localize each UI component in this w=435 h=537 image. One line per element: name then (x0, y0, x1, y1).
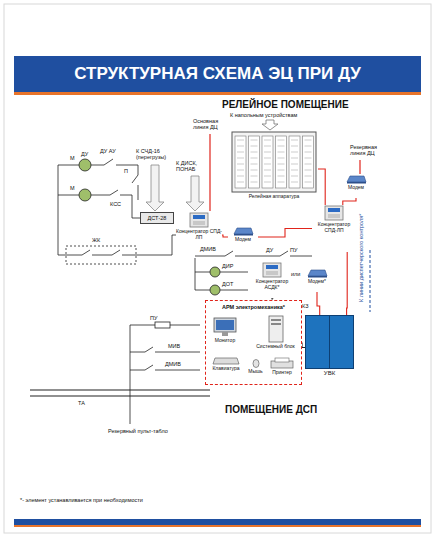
device-icon: Концентратор АСДК* (248, 262, 296, 298)
bottom-stripe (14, 525, 421, 527)
conc-icon (262, 262, 282, 278)
device-icon: Модем* (302, 268, 332, 292)
node-text: Монитор (215, 338, 235, 344)
node-text: Релейная аппаратура (249, 194, 300, 200)
node-text: Концентратор АСДК* (248, 279, 296, 290)
node-text: Модем (348, 185, 364, 191)
node-text: Системный блок (256, 344, 294, 350)
node-text: Принтер (272, 370, 292, 376)
bottom-bar (14, 519, 421, 525)
device-icon: Монитор (210, 317, 240, 347)
signal-label: или (291, 271, 300, 277)
node-text: Концентратор СПД-ЛП (176, 229, 222, 240)
device-icon: Мышь (246, 359, 265, 377)
dashed-group-box: АРМ электромеханика* МониторСистемный бло… (205, 300, 302, 385)
tower-icon (268, 315, 284, 343)
modem-icon (345, 174, 367, 184)
uvk-cabinet-body (305, 315, 354, 369)
signal-label: ДОТ (222, 281, 233, 287)
signal-label: МИВ (168, 343, 180, 349)
dc-line (359, 160, 360, 174)
device-icon: Модем (340, 174, 372, 198)
relay-circuits (30, 159, 312, 424)
wire-connector (317, 292, 320, 315)
room-heading: ПОМЕЩЕНИЕ ДСП (225, 404, 317, 416)
dc-line (209, 134, 210, 211)
signal-label: К ДИСК, ПОНАБ (176, 160, 206, 173)
signal-label: КЗ (302, 303, 308, 309)
wire-connector (258, 229, 312, 238)
printer-icon (270, 357, 294, 369)
node-text: АРМ электромеханика* (206, 304, 301, 310)
signal-label: К СЧД-16 (перегрузы) (136, 148, 172, 161)
hollow-arrow (262, 120, 278, 130)
signal-label: К напольным устройствам (230, 112, 297, 118)
wire-connector (222, 235, 228, 237)
rack-icon (231, 131, 317, 193)
wire-connector (343, 198, 356, 205)
signal-label: Резервная линия ДЦ (350, 144, 384, 157)
signal-label: ДУ АУ (100, 148, 116, 154)
signal-label: ДМИВ (200, 246, 216, 252)
monitor-icon (213, 317, 237, 337)
modem-icon (306, 268, 328, 278)
signal-label: М (70, 155, 75, 161)
device-icon: Концентратор СПД-ЛП (312, 205, 356, 252)
signal-label: ДМИВ (165, 361, 181, 367)
device-icon: Клавиатура (208, 357, 244, 377)
conc-icon (189, 212, 209, 228)
mouse-icon (252, 359, 260, 368)
signal-label: ЖК (92, 237, 100, 243)
signal-label: ПУ (150, 315, 157, 321)
title-stripe (14, 92, 421, 95)
vertical-note: К линии диспетчерского контроля* (358, 214, 364, 302)
hollow-arrow (146, 165, 164, 211)
title-bar (14, 56, 421, 92)
signal-label: Резервный пульт-табло (108, 428, 168, 434)
room-heading: РЕЛЕЙНОЕ ПОМЕЩЕНИЕ (222, 99, 349, 111)
signal-label: ДИР (222, 263, 233, 269)
signal-label: ДУ (266, 247, 273, 253)
uvk-cabinet: УВК (305, 315, 354, 380)
device-icon: Системный блок (254, 315, 297, 353)
signal-label: М (70, 185, 75, 191)
node-text: Клавиатура (212, 366, 239, 372)
node-text: УВК (305, 370, 354, 377)
signal-label: ТА (78, 400, 85, 406)
device-icon: Релейная аппаратура (230, 131, 318, 207)
title-text: СТРУКТУРНАЯ СХЕМА ЭЦ ПРИ ДУ (74, 64, 361, 84)
node-text: Модем (235, 237, 251, 243)
conc-icon (324, 205, 344, 221)
modem-icon (232, 226, 254, 236)
device-icon: Модем (228, 226, 258, 248)
control-line (370, 250, 371, 312)
keyboard-icon (212, 357, 240, 365)
device-icon: Принтер (266, 357, 298, 379)
wire-connector (346, 252, 348, 315)
node-text: Мышь (248, 369, 262, 375)
signal-label: ПУ (290, 247, 297, 253)
wire-connector (318, 169, 325, 205)
node-text: Модем* (308, 279, 326, 285)
process-box: ДСТ-28 (140, 212, 174, 224)
signal-label: Основная линия ДЦ (193, 118, 223, 131)
signal-label: ДУ (81, 151, 88, 157)
hollow-arrow (186, 176, 204, 211)
node-text: ДСТ-28 (148, 215, 167, 221)
signal-label: П (124, 168, 128, 174)
signal-label: КСС (110, 201, 121, 207)
signal-label: *- элемент устанавливается при необходим… (20, 497, 143, 503)
node-text: Концентратор СПД-ЛП (312, 222, 356, 233)
poster-frame (4, 4, 431, 533)
title-banner: СТРУКТУРНАЯ СХЕМА ЭЦ ПРИ ДУ (14, 56, 421, 92)
